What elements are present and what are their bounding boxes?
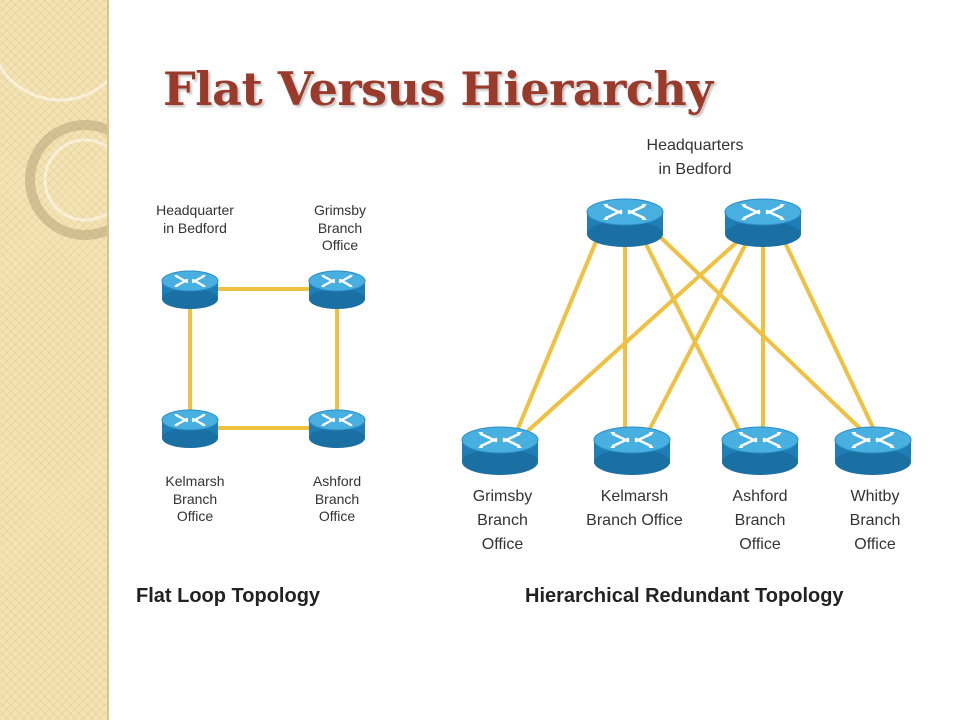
link-core1-grimsby: [512, 231, 602, 439]
router-icon: [460, 425, 540, 477]
router-icon: [585, 197, 665, 249]
hier-links: [512, 230, 880, 440]
router-icon: [592, 425, 672, 477]
slide-title: Flat Versus Hierarchy: [163, 62, 713, 116]
router-icon: [720, 425, 800, 477]
flat-caption: Flat Loop Topology: [136, 585, 321, 607]
hier-caption: Hierarchical Redundant Topology: [525, 585, 844, 607]
link-core2-kelmarsh: [643, 231, 754, 439]
link-core2-whitby: [778, 231, 880, 439]
decorative-sidebar: [0, 0, 109, 720]
ring-decoration: [0, 63, 107, 240]
router-icon: [160, 269, 220, 311]
link-core1-ashford: [638, 231, 745, 439]
router-icon: [307, 269, 367, 311]
router-icon: [307, 408, 367, 450]
flat-links: [188, 287, 339, 430]
router-icon: [723, 197, 803, 249]
link-core2-grimsby: [518, 230, 750, 440]
router-icon: [160, 408, 220, 450]
router-icon: [833, 425, 913, 477]
